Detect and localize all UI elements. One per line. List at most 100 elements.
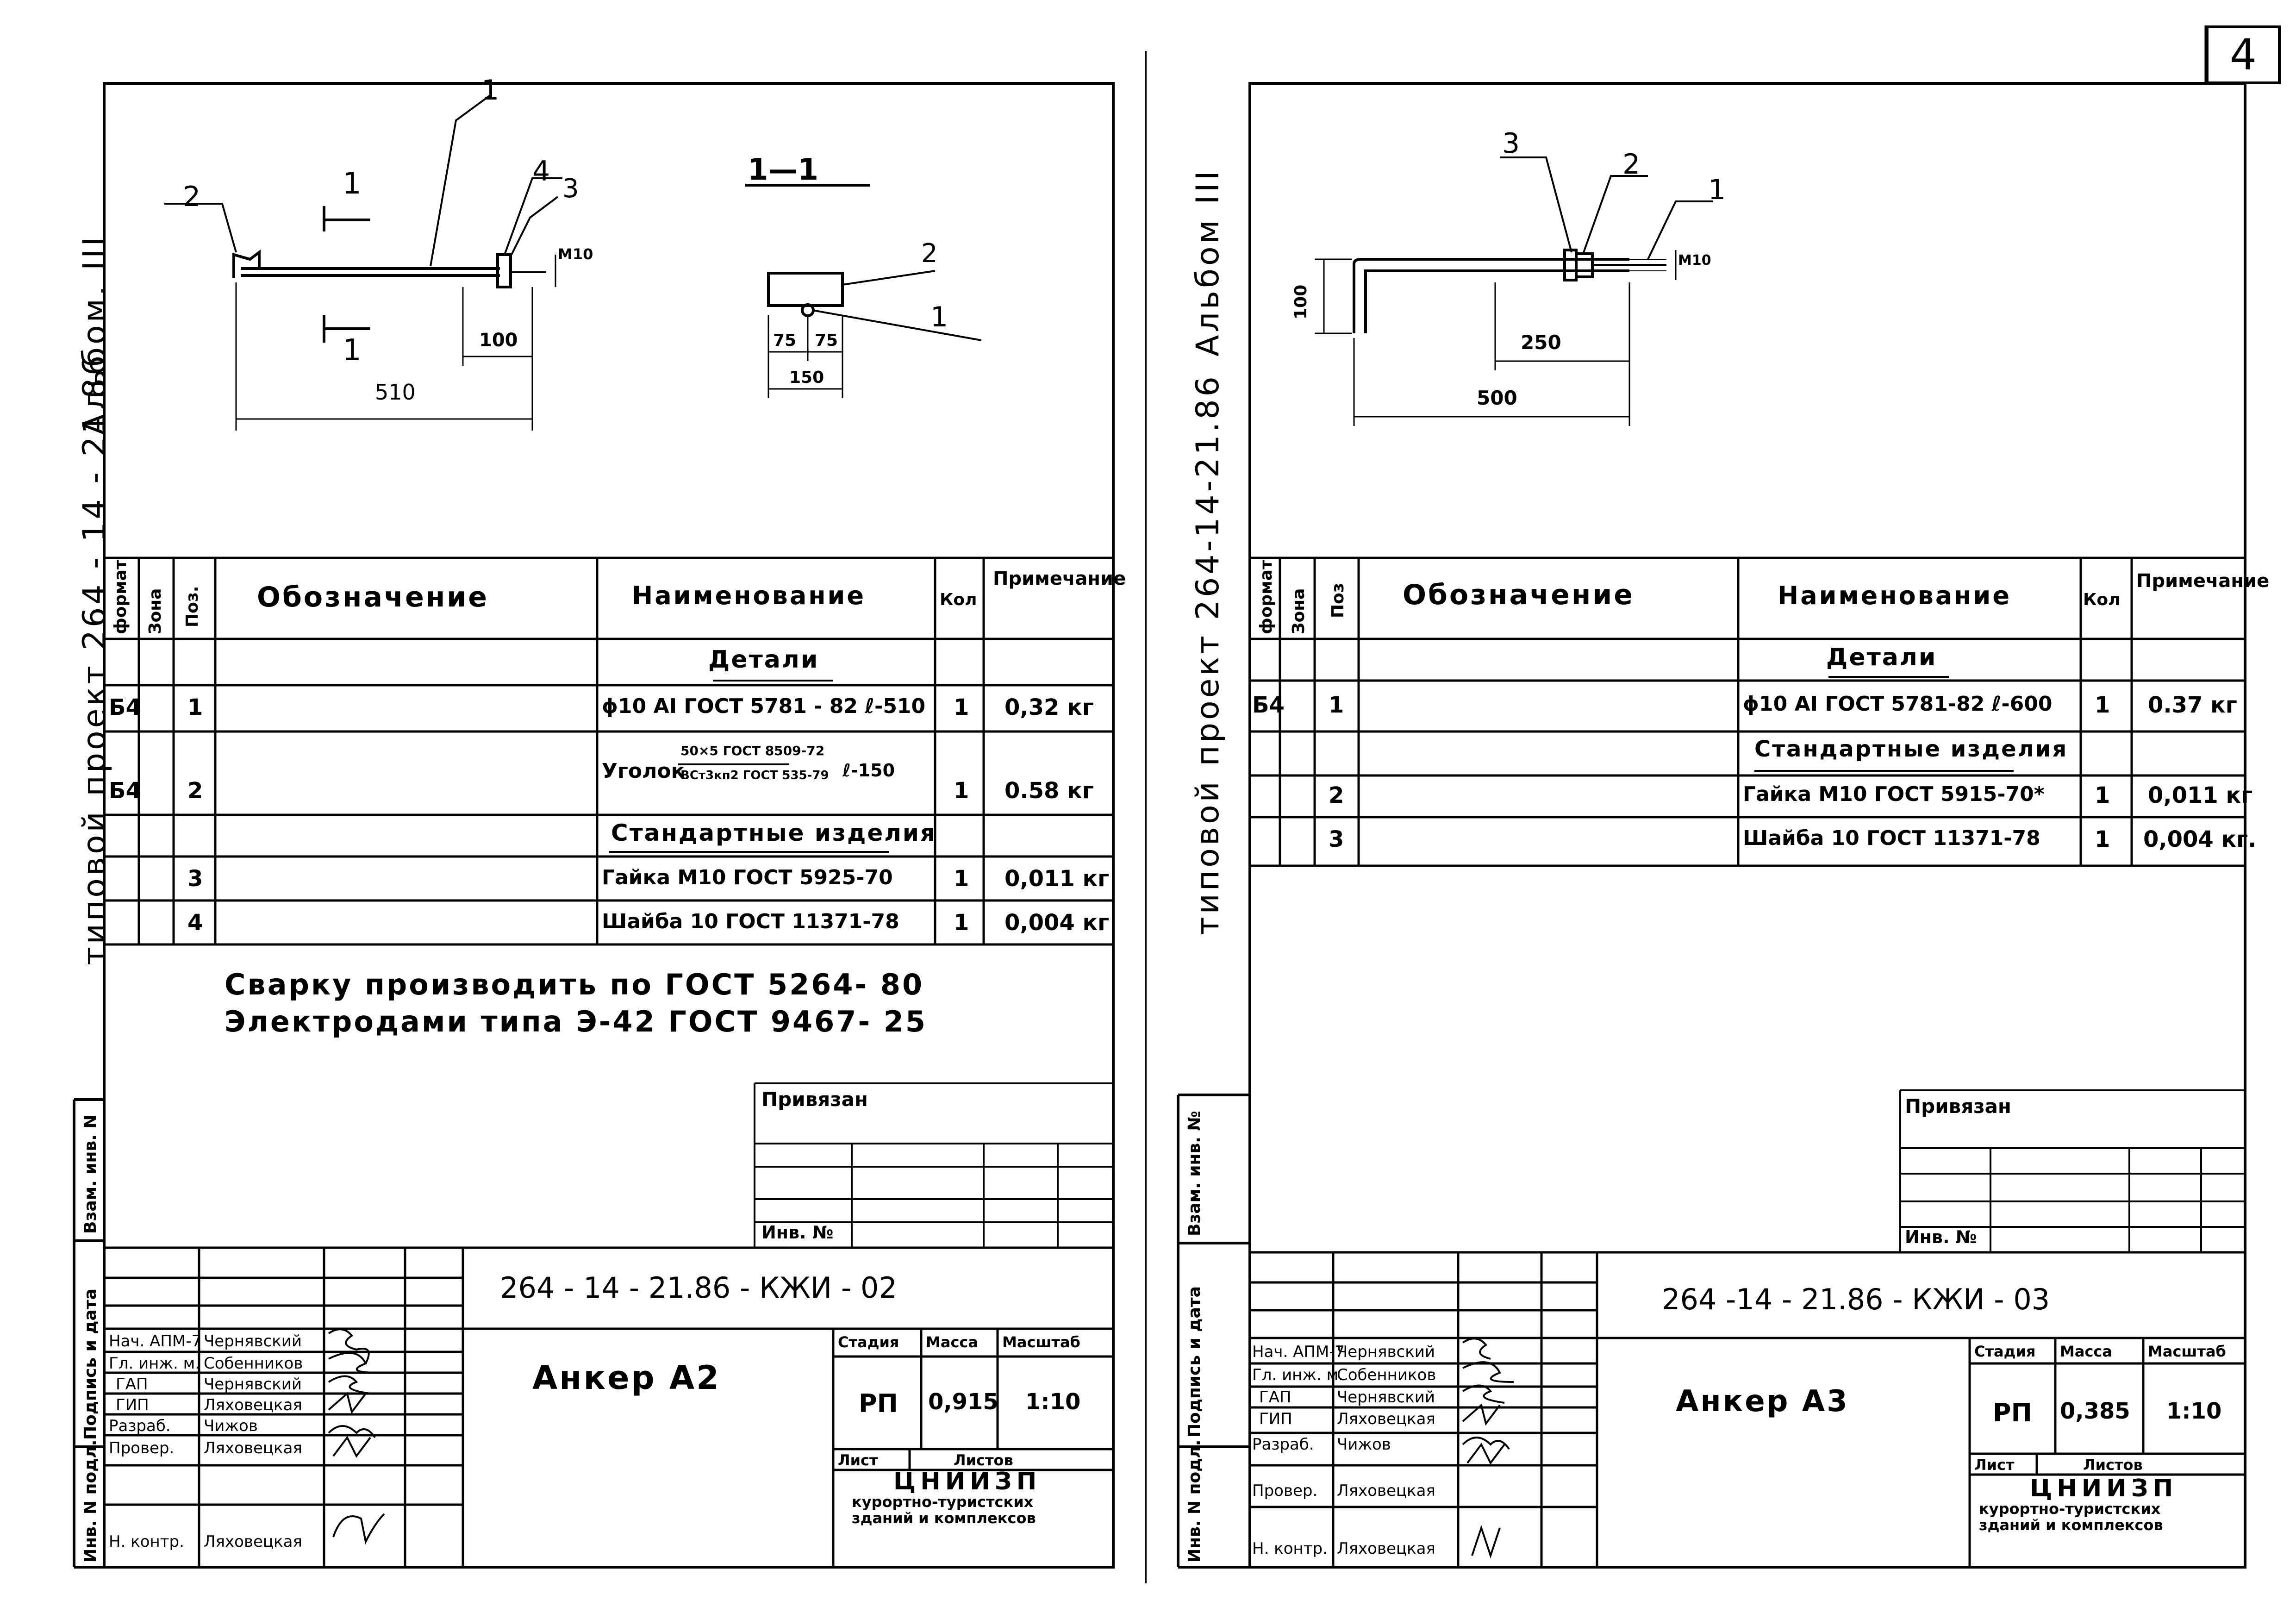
- margin2-vzam-inv: Взам. инв. №: [1185, 1111, 1204, 1236]
- spec-header-zone: Зона: [146, 588, 165, 634]
- stamp2-name-2: Собенников: [1337, 1366, 1436, 1384]
- stamp2-role-3: ГАП: [1259, 1388, 1292, 1407]
- stamp-role-8: Н. контр.: [109, 1532, 184, 1551]
- binding-inv-label: Инв. №: [761, 1222, 834, 1243]
- stamp2-scale: 1:10: [2166, 1398, 2222, 1424]
- a2-callout-2: 2: [183, 181, 201, 213]
- stamp-role-1: Нач. АПМ-7: [109, 1332, 202, 1350]
- stamp-stage-header: Стадия: [838, 1333, 899, 1351]
- spec2-header-pos: Поз: [1329, 583, 1348, 618]
- a2-dim-100: 100: [479, 330, 518, 351]
- fraction-bar: [678, 763, 789, 765]
- binding2-tied-label: Привязан: [1905, 1095, 2011, 1118]
- spec-section-standard: Стандартные изделия: [611, 819, 937, 846]
- stamp2-title: Анкер А3: [1676, 1384, 1849, 1419]
- right-sheet-frame: [1248, 82, 2246, 1569]
- spec2-header-designation: Обозначение: [1403, 579, 1635, 611]
- a2-section-mark-top: 1: [343, 167, 362, 201]
- spec-header-format: формат: [111, 560, 130, 634]
- stamp2-role-5: Разраб.: [1252, 1435, 1314, 1454]
- spec2-row3-name: Шайба 10 ГОСТ 11371-78: [1743, 826, 2040, 850]
- a3-thread-label: M10: [1678, 252, 1711, 269]
- spec-header-qty: Кол: [940, 590, 977, 609]
- stamp2-name-8: Ляховецкая: [1337, 1539, 1435, 1558]
- left-side-album: Альбом. III: [76, 234, 113, 435]
- spec2-row3-note: 0,004 кг.: [2143, 826, 2257, 852]
- stamp-org-sub2: зданий и комплексов: [852, 1509, 1036, 1527]
- stamp2-name-5: Чижов: [1337, 1435, 1391, 1454]
- signatures: [328, 1328, 1514, 1559]
- a2-section-mark-bottom: 1: [343, 333, 362, 368]
- spec2-row2-name: Гайка М10 ГОСТ 5915-70*: [1743, 782, 2045, 806]
- stamp2-stage: РП: [1993, 1398, 2032, 1427]
- stamp-role-5: Разраб.: [109, 1417, 171, 1435]
- stamp2-sheet-header: Лист: [1974, 1456, 2015, 1474]
- margin2-signature-date: Подпись и дата: [1185, 1286, 1204, 1438]
- spec-row2-length: ℓ-150: [842, 760, 895, 781]
- margin-signature-date: Подпись и дата: [81, 1288, 100, 1440]
- spec-row4-qty: 1: [954, 910, 969, 936]
- anchor-a2-drawing: [164, 94, 982, 431]
- spec2-header-format: формат: [1257, 560, 1276, 634]
- stamp2-org: ЦНИИЗП: [2030, 1475, 2178, 1502]
- spec-row3-note: 0,011 кг: [1004, 866, 1110, 892]
- spec2-row2-qty: 1: [2095, 782, 2110, 808]
- stamp2-sheets-header: Листов: [2083, 1456, 2143, 1474]
- spec-row4-name: Шайба 10 ГОСТ 11371-78: [602, 910, 899, 933]
- a3-callout-3: 3: [1502, 127, 1520, 160]
- a2-section-title: 1—1: [748, 153, 819, 187]
- spec2-row3-pos: 3: [1329, 826, 1344, 852]
- stamp2-mass-header: Масса: [2060, 1343, 2112, 1360]
- spec-row2-pos: 2: [187, 778, 203, 804]
- binding2-inv-label: Инв. №: [1905, 1227, 1977, 1247]
- spec2-row1-pos: 1: [1329, 692, 1344, 718]
- stamp-name-2: Собенников: [204, 1354, 303, 1373]
- a3-callout-1: 1: [1708, 174, 1726, 206]
- spec-row4-pos: 4: [187, 910, 203, 936]
- welding-note-line2: Электродами типа Э-42 ГОСТ 9467- 25: [225, 1005, 928, 1038]
- stamp-mass: 0,915: [928, 1389, 998, 1415]
- stamp-sheet-header: Лист: [838, 1451, 878, 1469]
- spec2-section-details: Детали: [1826, 644, 1937, 671]
- stamp-scale: 1:10: [1025, 1389, 1081, 1415]
- spec2-row1-note: 0.37 кг: [2148, 692, 2237, 718]
- margin2-inv-podl: Инв. N подл.: [1185, 1439, 1204, 1563]
- spec-row4-note: 0,004 кг: [1004, 910, 1110, 936]
- a3-dim-500: 500: [1477, 387, 1517, 409]
- stamp2-scale-header: Масштаб: [2148, 1343, 2226, 1360]
- stamp2-mass: 0,385: [2060, 1398, 2130, 1424]
- spec-row1-format: Б4: [109, 694, 141, 720]
- spec-row2-qty: 1: [954, 778, 969, 804]
- spec-header-designation: Обозначение: [257, 581, 489, 613]
- stamp-role-2: Гл. инж. м.: [109, 1354, 200, 1373]
- spec2-section-standard: Стандартные изделия: [1754, 736, 2068, 762]
- spec2-header-zone: Зона: [1289, 588, 1308, 634]
- right-side-project-title: типовой проект 264-14-21.86: [1190, 374, 1226, 935]
- spec2-row2-note: 0,011 кг: [2148, 782, 2253, 808]
- stamp-org: ЦНИИЗП: [893, 1468, 1042, 1495]
- stamp2-role-8: Н. контр.: [1252, 1539, 1328, 1558]
- stamp-org-sub1: курортно-туристских: [852, 1493, 1034, 1511]
- spec-section-details: Детали: [708, 646, 819, 674]
- spec-row3-name: Гайка М10 ГОСТ 5925-70: [602, 866, 893, 889]
- spec-header-name: Наименование: [632, 581, 866, 610]
- binding-tied-label: Привязан: [761, 1088, 868, 1111]
- anchor-a3-drawing: [1315, 156, 1713, 426]
- left-sheet-frame: [103, 82, 1115, 1569]
- spec-header-note: Примечание: [993, 568, 1126, 589]
- a3-callout-2: 2: [1622, 148, 1641, 181]
- welding-note-line1: Сварку производить по ГОСТ 5264- 80: [225, 968, 924, 1001]
- spec-row2-name-bottom: ВСт3кп2 ГОСТ 535-79: [680, 769, 829, 782]
- stamp2-role-4: ГИП: [1259, 1410, 1292, 1428]
- a2-section-callout-1: 1: [930, 301, 948, 333]
- spec-header-pos: Поз.: [183, 586, 202, 627]
- a2-dim-150: 150: [789, 368, 824, 387]
- spec-row1-pos: 1: [187, 694, 203, 720]
- spec-row1-note: 0,32 кг: [1004, 694, 1094, 720]
- spec-row1-name: ϕ10 AI ГОСТ 5781 - 82 ℓ-510: [602, 694, 926, 718]
- right-side-album: Альбом III: [1190, 168, 1226, 356]
- stamp2-name-3: Чернявский: [1337, 1388, 1435, 1407]
- spec2-row3-qty: 1: [2095, 826, 2110, 852]
- stamp-name-1: Чернявский: [204, 1332, 302, 1350]
- spec2-row2-pos: 2: [1329, 782, 1344, 808]
